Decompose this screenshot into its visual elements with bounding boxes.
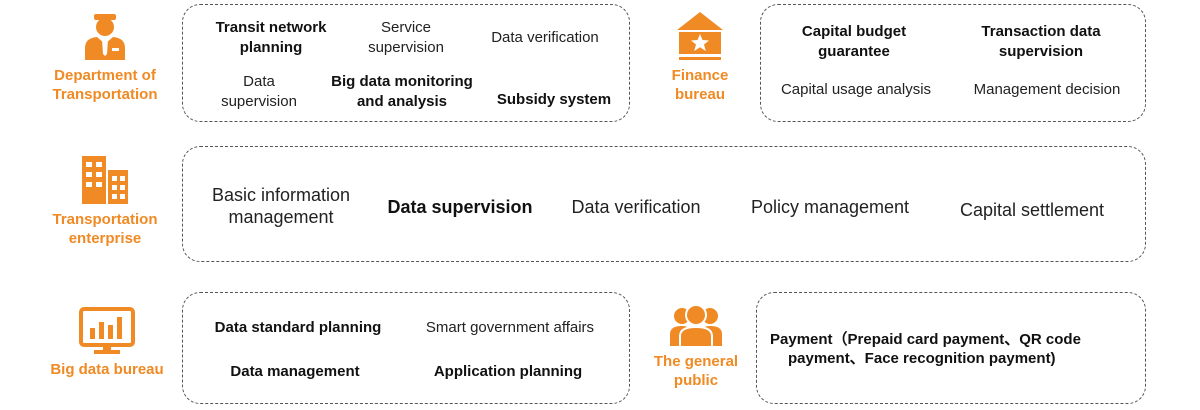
monitor-chart-icon [79,307,135,354]
item-payment-line1: Payment（Prepaid card payment、QR code [770,331,1081,348]
item-bigdata-monitoring: Big data monitoring and analysis [331,73,473,110]
item-enterprise-data-verification: Data verification [571,197,701,217]
item-capital-settlement: Capital settlement [959,200,1105,220]
item-policy-management: Policy management [750,197,910,217]
bigdata-functions-box [182,292,630,404]
role-label-finance: Finance bureau [671,67,729,103]
item-transit-planning: Transit network planning [215,19,327,56]
transport-functions-box [182,4,630,122]
item-smart-government: Smart government affairs [425,319,595,336]
item-transaction-data: Transaction data supervision [981,23,1101,60]
role-label-bigdata: Big data bureau [50,361,164,378]
item-subsidy-system: Subsidy system [496,91,612,108]
role-finance: Finance bureau [660,8,740,104]
finance-functions-box [760,4,1146,122]
item-basic-info: Basic information management [211,185,351,227]
item-data-supervision: Data supervision [221,73,297,110]
item-application-planning: Application planning [433,363,583,380]
item-service-supervision: Service supervision [368,19,444,56]
role-label-public: The general public [653,353,739,389]
item-payment-line2: payment、Face recognition payment) [788,350,1056,367]
role-enterprise: Transportation enterprise [40,152,170,248]
officer-icon [85,14,125,60]
public-functions-box [756,292,1146,404]
role-label-enterprise: Transportation enterprise [52,211,158,247]
enterprise-functions-box [182,146,1146,262]
item-data-verification: Data verification [491,29,599,46]
office-building-icon [82,156,128,204]
role-bigdata: Big data bureau [40,306,174,379]
item-capital-budget: Capital budget guarantee [801,23,907,60]
role-label-transport-dept: Department of Transportation [52,67,158,103]
bank-building-icon [677,12,723,60]
role-public: The general public [646,302,746,390]
role-transport-dept: Department of Transportation [40,10,170,104]
item-capital-usage: Capital usage analysis [780,81,932,98]
item-data-standard-planning: Data standard planning [214,319,382,336]
people-group-icon [670,304,722,348]
item-data-management: Data management [230,363,360,380]
item-management-decision: Management decision [973,81,1121,98]
item-enterprise-data-supervision: Data supervision [387,197,533,217]
